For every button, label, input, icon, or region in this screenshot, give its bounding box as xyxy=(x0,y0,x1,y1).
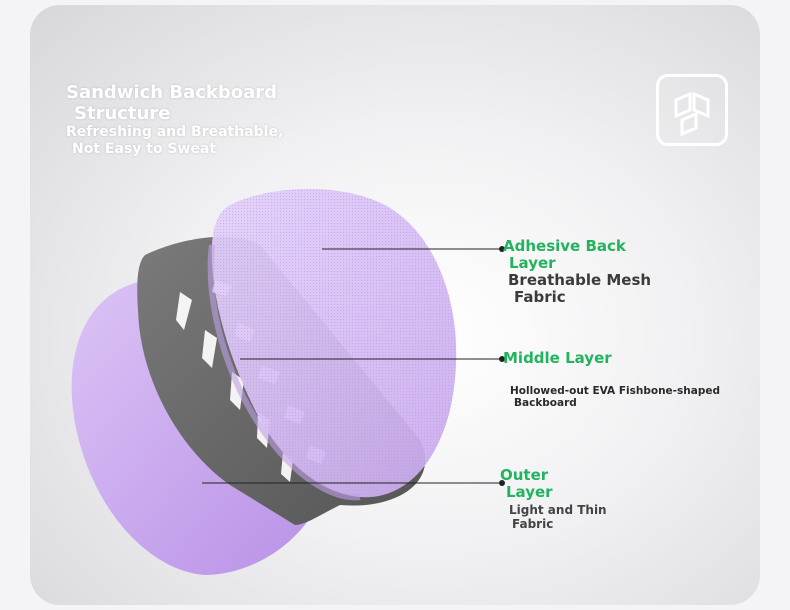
adhesive-layer-desc: Breathable Mesh Fabric xyxy=(508,271,652,306)
outer-layer-name: Outer Layer xyxy=(500,466,553,501)
adhesive-layer-shape xyxy=(207,188,457,501)
middle-layer-name: Middle Layer xyxy=(503,349,612,367)
pointer-lines xyxy=(202,248,500,484)
title-line-1: Sandwich Backboard xyxy=(66,82,278,103)
page-title: Sandwich Backboard Structure xyxy=(66,82,277,124)
brand-logo-frame xyxy=(656,74,728,146)
subtitle-line-1: Refreshing and Breathable, xyxy=(66,124,284,140)
subtitle-line-2: Not Easy to Sweat xyxy=(72,141,217,157)
page-subtitle: Refreshing and Breathable, Not Easy to S… xyxy=(66,124,283,158)
middle-layer-desc: Hollowed-out EVA Fishbone-shaped Backboa… xyxy=(510,385,720,409)
outer-layer-desc: Light and Thin Fabric xyxy=(509,503,607,531)
pointer-dot-middle xyxy=(499,356,505,362)
pointer-dot-adhesive xyxy=(499,246,505,252)
pointer-dot-outer xyxy=(499,480,505,486)
title-line-2: Structure xyxy=(74,103,171,124)
brand-logo-icon xyxy=(674,91,710,137)
adhesive-layer-name: Adhesive Back Layer xyxy=(503,237,626,272)
